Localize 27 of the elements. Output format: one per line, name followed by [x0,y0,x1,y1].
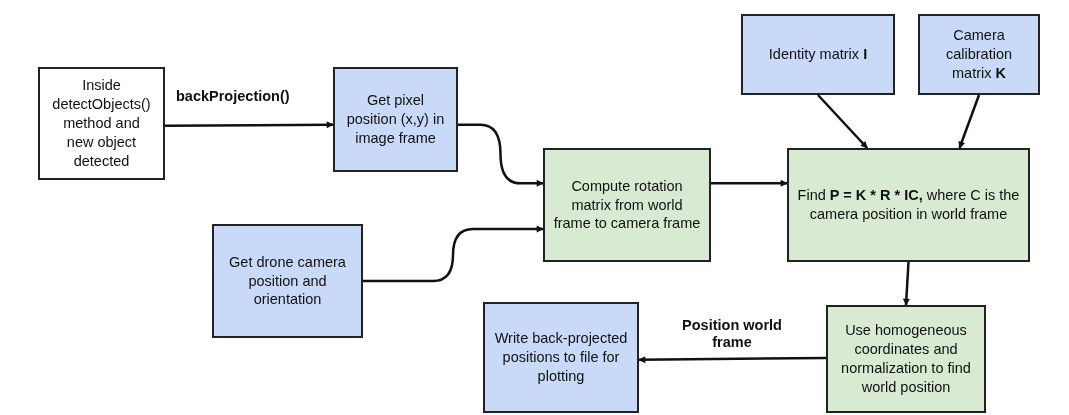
edge-label: backProjection() [176,88,290,106]
arrow [458,123,544,187]
box-text: Get drone camera position and orientation [228,252,347,310]
arrow [165,121,334,129]
process-box [38,67,165,180]
box-text: Use homogeneous coordinates and normalization to find world position [840,321,972,397]
process-box [212,224,363,338]
process-box [543,148,711,262]
process-box [918,14,1040,95]
arrow [638,356,826,364]
process-box [333,67,458,172]
box-text: Identity matrix I [768,45,868,64]
process-box [826,305,986,413]
arrow [958,94,981,149]
box-text: Write back-projected positions to file for plotting [493,329,629,386]
box-text: Inside detectObjects() method and new object detected [51,76,152,171]
arrow [363,225,544,283]
process-box [787,148,1030,262]
box-text: Get pixel position (x,y) in image frame [345,91,446,148]
box-text: Camera calibration matrix K [944,26,1014,83]
box-text: Find P = K * R * IC, where C is the camera position in world frame [797,186,1020,224]
process-box [483,302,639,413]
process-box [741,14,895,95]
box-text: Compute rotation matrix from world frame to camera frame [553,176,701,234]
arrow [817,94,869,149]
arrow [711,179,788,187]
arrow [902,261,910,306]
